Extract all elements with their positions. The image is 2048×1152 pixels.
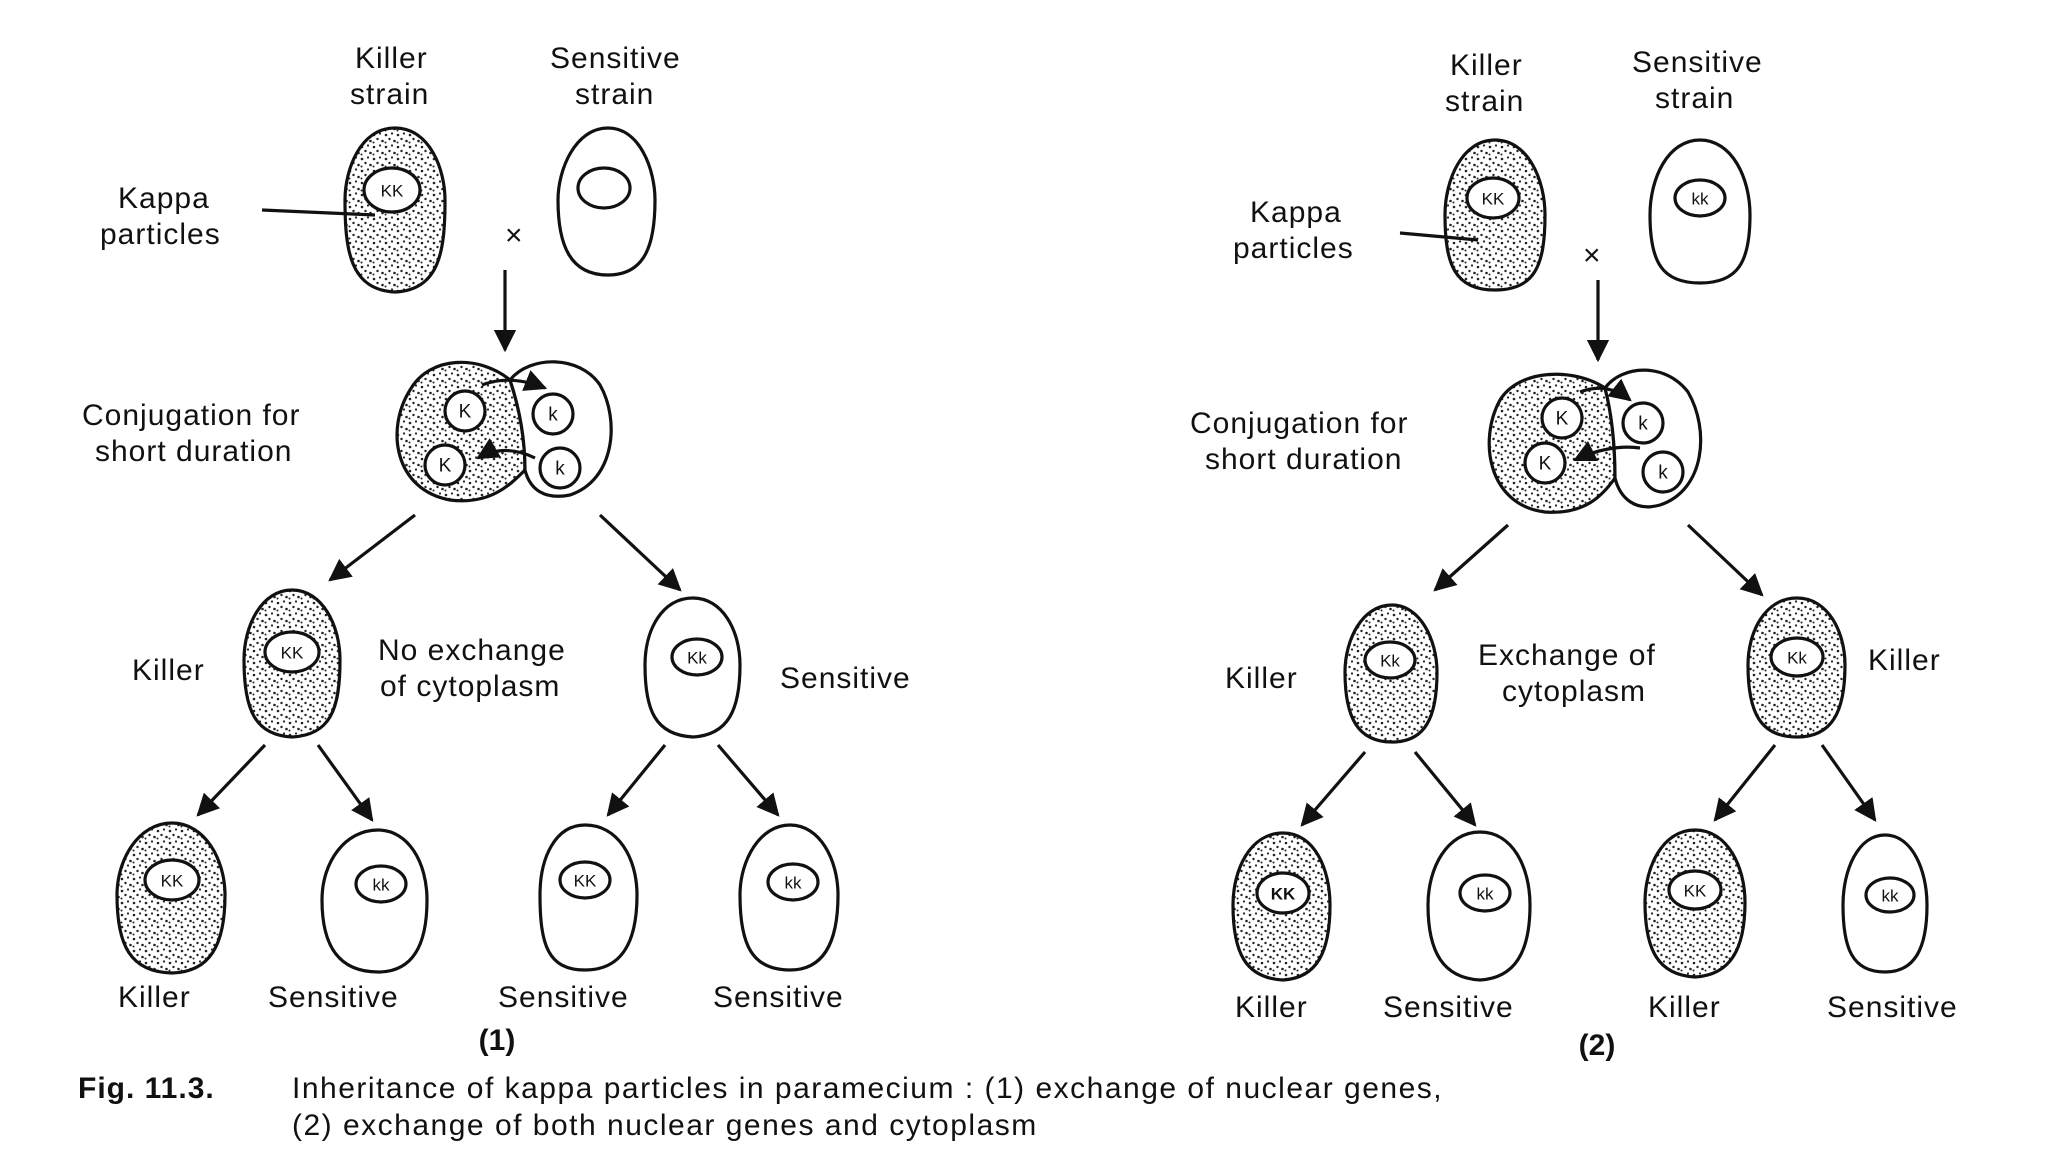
conjugating-pair: K k K k [395, 360, 613, 503]
exchange-arrow-right [481, 370, 548, 391]
exchange-arrow-right-2 [1579, 378, 1632, 402]
conj-nucleus-k1 [531, 392, 575, 436]
svg-text:KK: KK [1271, 885, 1296, 904]
gen1-killer-cell: KK [242, 588, 342, 739]
arrow-gen2-3-b [1713, 744, 1777, 822]
arrow-gen2-1 [196, 743, 267, 817]
gen2-cell-4-b: kk [1841, 833, 1929, 974]
killer-parent-nucleus [362, 166, 422, 214]
sensitive-strain-label-2: Sensitive strain [1632, 46, 1772, 115]
no-exchange-note: No exchange of cytoplasm [378, 634, 575, 703]
svg-text:KK: KK [281, 644, 304, 663]
cross-symbol-2: × [1583, 239, 1602, 272]
gen2-cell-3: KK [538, 823, 639, 972]
exchange-arrow-left-2 [1572, 440, 1641, 462]
arrow-gen2-4 [716, 743, 780, 817]
killer-strain-label: Killer strain [350, 42, 437, 111]
kappa-pointer-line [261, 208, 376, 217]
arrow-to-gen1-right [598, 513, 682, 592]
arrow-gen2-3 [606, 743, 667, 817]
svg-text:kk: kk [785, 874, 803, 893]
svg-text:k: k [548, 405, 558, 426]
kappa-particles-label-2: Kappa particles [1233, 196, 1354, 265]
kappa-pointer-line-2 [1399, 231, 1479, 242]
gen1-right-label-2: Killer [1868, 644, 1941, 677]
gen1-sensitive-cell: Kk [643, 596, 742, 739]
caption-line-2: (2) exchange of both nuclear genes and c… [292, 1109, 1038, 1142]
svg-text:KK: KK [1684, 882, 1707, 901]
gen2-label-2: Sensitive [268, 981, 399, 1014]
gen2-label-1: Killer [118, 981, 191, 1014]
panel-1-number: (1) [479, 1024, 516, 1057]
gen2-cell-2: kk [320, 828, 429, 974]
conjugation-label-2: Conjugation for short duration [1190, 407, 1418, 476]
gen2-label-3-b: Killer [1648, 991, 1721, 1024]
gen2-label-2-b: Sensitive [1383, 991, 1514, 1024]
svg-text:KK: KK [1482, 190, 1505, 209]
arrow-gen2-2 [316, 744, 374, 822]
cross-symbol: × [505, 219, 524, 252]
figure-caption: Fig. 11.3. Inheritance of kappa particle… [78, 1072, 1443, 1142]
sensitive-parent-cell [556, 126, 657, 277]
killer-parent-cell-2: KK [1443, 138, 1547, 292]
sensitive-parent-nucleus [576, 166, 632, 210]
conjugation-label: Conjugation for short duration [82, 399, 310, 468]
gen1-sensitive-label: Sensitive [780, 662, 911, 695]
gen2-cell-4: kk [738, 823, 840, 972]
arrow-to-gen1-right-2 [1686, 523, 1764, 597]
gen2-label-1-b: Killer [1235, 991, 1308, 1024]
gen2-label-4: Sensitive [713, 981, 844, 1014]
gen2-label-3: Sensitive [498, 981, 629, 1014]
panel-2: Killer strain Sensitive strain KK kk Kap… [1190, 46, 1958, 1062]
conj-nucleus-K1 [443, 389, 487, 433]
conj-nucleus-K2 [423, 443, 467, 487]
exchange-note: Exchange of cytoplasm [1478, 639, 1665, 708]
svg-text:K: K [1556, 409, 1569, 430]
caption-label: Fig. 11.3. [78, 1072, 215, 1105]
svg-text:KK: KK [574, 872, 597, 891]
svg-text:Kk: Kk [687, 649, 707, 668]
gen2-label-4-b: Sensitive [1827, 991, 1958, 1024]
svg-text:Kk: Kk [1787, 649, 1807, 668]
gen2-cell-3-b: KK [1643, 828, 1747, 979]
gen1-killer-label: Killer [132, 654, 205, 687]
caption-line-1: Inheritance of kappa particles in parame… [292, 1072, 1443, 1105]
svg-text:kk: kk [1882, 887, 1900, 906]
panel-1: Killer strain Sensitive strain KK Kappa … [82, 42, 911, 1057]
svg-text:K: K [1539, 454, 1552, 475]
gen1-left-label-2: Killer [1225, 662, 1298, 695]
svg-text:k: k [1638, 414, 1648, 435]
arrow-to-gen1-left-2 [1433, 523, 1510, 592]
sensitive-strain-label: Sensitive strain [550, 42, 690, 111]
gen2-cell-2-b: kk [1426, 830, 1532, 982]
gen1-left-cell-2: Kk [1343, 603, 1439, 744]
svg-text:KK: KK [161, 872, 184, 891]
gen1-right-cell-2: Kk [1746, 596, 1847, 739]
svg-text:k: k [555, 459, 565, 480]
arrow-gen2-4-b [1820, 744, 1877, 822]
conj-nucleus-k2 [538, 446, 582, 490]
svg-text:kk: kk [373, 876, 391, 895]
svg-text:kk: kk [1692, 190, 1710, 209]
svg-text:K: K [459, 402, 472, 423]
sensitive-parent-cell-2: kk [1648, 138, 1752, 285]
svg-text:Kk: Kk [1380, 652, 1400, 671]
arrow-to-gen1-left [328, 513, 416, 582]
exchange-arrow-left [476, 438, 536, 460]
panel-2-number: (2) [1579, 1029, 1616, 1062]
arrow-gen2-2-b [1413, 750, 1477, 827]
kappa-particles-label: Kappa particles [100, 182, 221, 251]
arrow-gen2-1-b [1300, 750, 1367, 827]
svg-text:k: k [1658, 463, 1668, 484]
killer-parent-cell: KK [343, 126, 447, 294]
gen2-cell-1-b: KK [1231, 831, 1332, 982]
killer-strain-label-2: Killer strain [1445, 49, 1532, 118]
gen2-cell-1: KK [115, 821, 227, 975]
svg-text:kk: kk [1477, 885, 1495, 904]
conjugating-pair-2: K k K k [1487, 368, 1703, 514]
killer-parent-genotype: KK [381, 182, 404, 201]
svg-text:K: K [439, 456, 452, 477]
